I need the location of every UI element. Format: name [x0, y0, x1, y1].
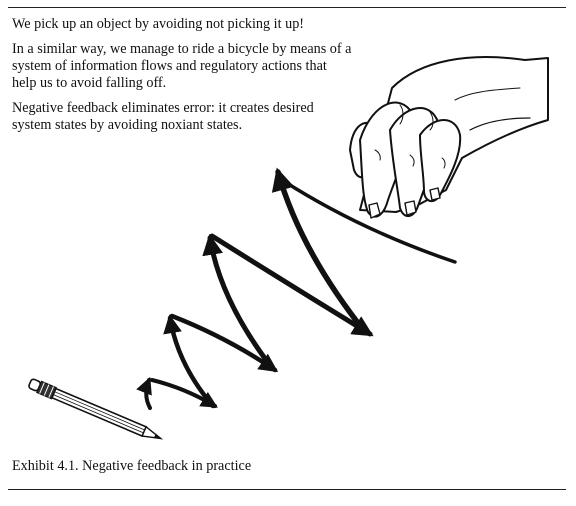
feedback-arrow	[280, 178, 457, 264]
paragraph-line: Negative feedback eliminates error: it c…	[12, 100, 314, 116]
feedback-arrow	[202, 233, 275, 371]
paragraph-line: system states by avoiding noxiant states…	[12, 117, 243, 133]
feedback-arrow	[163, 314, 216, 409]
top-rule	[8, 7, 566, 8]
paragraph-line: system of information flows and regulato…	[12, 58, 327, 74]
feedback-arrow	[136, 376, 152, 410]
heading-text: We pick up an object by avoiding not pic…	[12, 16, 305, 32]
feedback-arrow	[150, 378, 218, 408]
feedback-arrow	[209, 233, 374, 337]
bottom-rule	[8, 489, 566, 490]
paragraph-bicycle: In a similar way, we manage to ride a bi…	[12, 41, 392, 92]
fingernail	[368, 202, 381, 219]
paragraph-negative-feedback: Negative feedback eliminates error: it c…	[12, 100, 392, 134]
feedback-arrow	[169, 313, 279, 373]
finger	[419, 119, 462, 203]
fingernail	[404, 200, 417, 216]
body-text: We pick up an object by avoiding not pic…	[12, 16, 392, 142]
paragraph-line: In a similar way, we manage to ride a bi…	[12, 41, 352, 57]
zigzag-feedback-arrows	[136, 167, 457, 410]
fingernail	[429, 187, 441, 201]
pencil-illustration	[28, 378, 164, 440]
paragraph-line: help us to avoid falling off.	[12, 75, 167, 91]
hand-illustration	[349, 56, 549, 219]
feedback-arrow	[271, 167, 368, 335]
figure-caption: Exhibit 4.1. Negative feedback in practi…	[12, 458, 252, 474]
